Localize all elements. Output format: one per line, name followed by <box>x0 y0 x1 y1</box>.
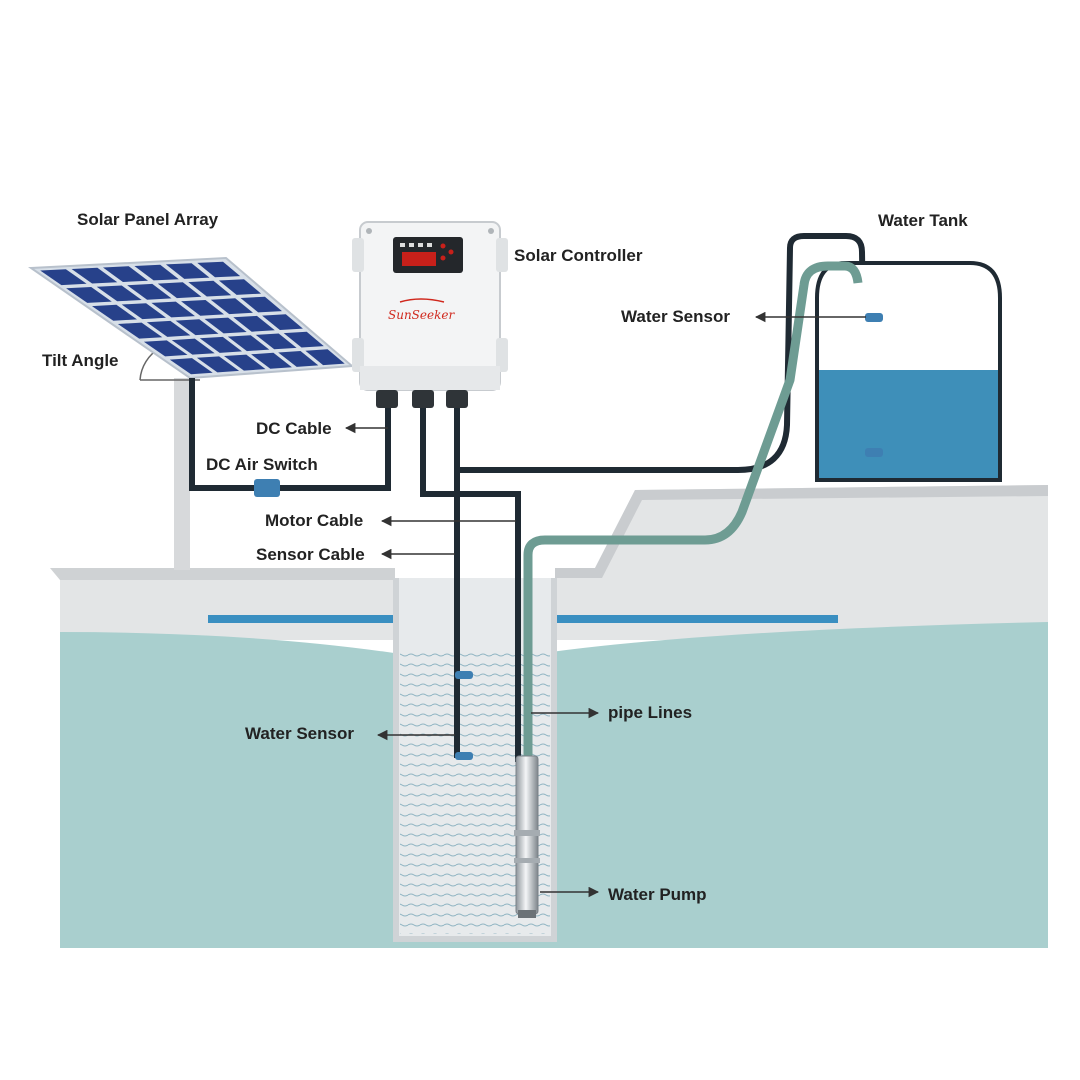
panel-cell <box>175 319 219 336</box>
panel-cell <box>117 322 163 339</box>
panel-cell <box>134 264 179 281</box>
panel-cell <box>305 349 345 366</box>
callout-arrows <box>344 311 866 898</box>
motor-cable <box>420 400 521 762</box>
tank-lower-sensor <box>865 448 883 457</box>
label-water-tank: Water Tank <box>878 211 968 230</box>
panel-cell <box>227 335 270 352</box>
label-tank-water-sensor: Water Sensor <box>621 307 730 326</box>
panel-cell <box>127 283 172 300</box>
dc-air-switch <box>254 479 280 497</box>
label-sensor-cable: Sensor Cable <box>256 545 365 564</box>
label-dc-cable: DC Cable <box>256 419 332 438</box>
label-water-pump: Water Pump <box>608 885 707 904</box>
panel-cell <box>210 298 253 315</box>
well-upper-sensor <box>455 671 473 679</box>
panel-cell <box>224 354 266 371</box>
label-solar-controller: Solar Controller <box>514 246 643 265</box>
label-pipe-lines: pipe Lines <box>608 703 693 722</box>
panel-cell <box>240 296 282 313</box>
label-solar-panel-array: Solar Panel Array <box>77 210 219 229</box>
controller-brand: SunSeeker <box>388 308 455 322</box>
panel-cell <box>278 351 319 367</box>
panel-cell <box>262 314 303 330</box>
panel-cell <box>92 304 137 321</box>
panel-cell <box>103 266 148 282</box>
water-pump <box>514 755 540 918</box>
panel-cell <box>157 282 202 299</box>
panel-cell <box>171 338 215 355</box>
panel-cell <box>196 356 240 373</box>
dc-cable <box>189 378 391 491</box>
panel-cell <box>143 340 188 357</box>
water-tank <box>815 261 1002 482</box>
tank-upper-sensor <box>865 313 883 322</box>
panel-cell <box>165 263 210 279</box>
panel-cell <box>283 331 324 348</box>
tank-sensor-cable <box>457 233 868 473</box>
well-lower-sensor <box>455 752 473 760</box>
label-tilt-angle: Tilt Angle <box>42 351 119 370</box>
panel-cell <box>251 352 292 369</box>
panel-cell <box>66 287 112 303</box>
panel-cell <box>151 301 195 318</box>
pipe-line <box>523 261 863 762</box>
ground <box>50 485 1048 640</box>
panel-cell <box>218 279 262 295</box>
panel-cell <box>181 300 224 316</box>
panel-cell <box>204 317 247 334</box>
solar-panel <box>28 256 355 380</box>
panel-cell <box>233 315 275 332</box>
label-well-water-sensor: Water Sensor <box>245 724 354 743</box>
panel-cell <box>146 320 191 337</box>
solar-controller <box>352 221 508 408</box>
panel-cell <box>255 333 297 350</box>
label-motor-cable: Motor Cable <box>265 511 364 530</box>
panel-cell <box>197 261 241 278</box>
label-dc-air-switch: DC Air Switch <box>206 455 318 474</box>
panel-cell <box>96 285 142 302</box>
panel-cell <box>199 336 242 353</box>
panel-cell <box>40 269 87 286</box>
panel-cell <box>71 267 118 284</box>
panel-cell <box>188 280 232 297</box>
panel-cell <box>169 358 213 375</box>
panel-cell <box>121 303 166 320</box>
